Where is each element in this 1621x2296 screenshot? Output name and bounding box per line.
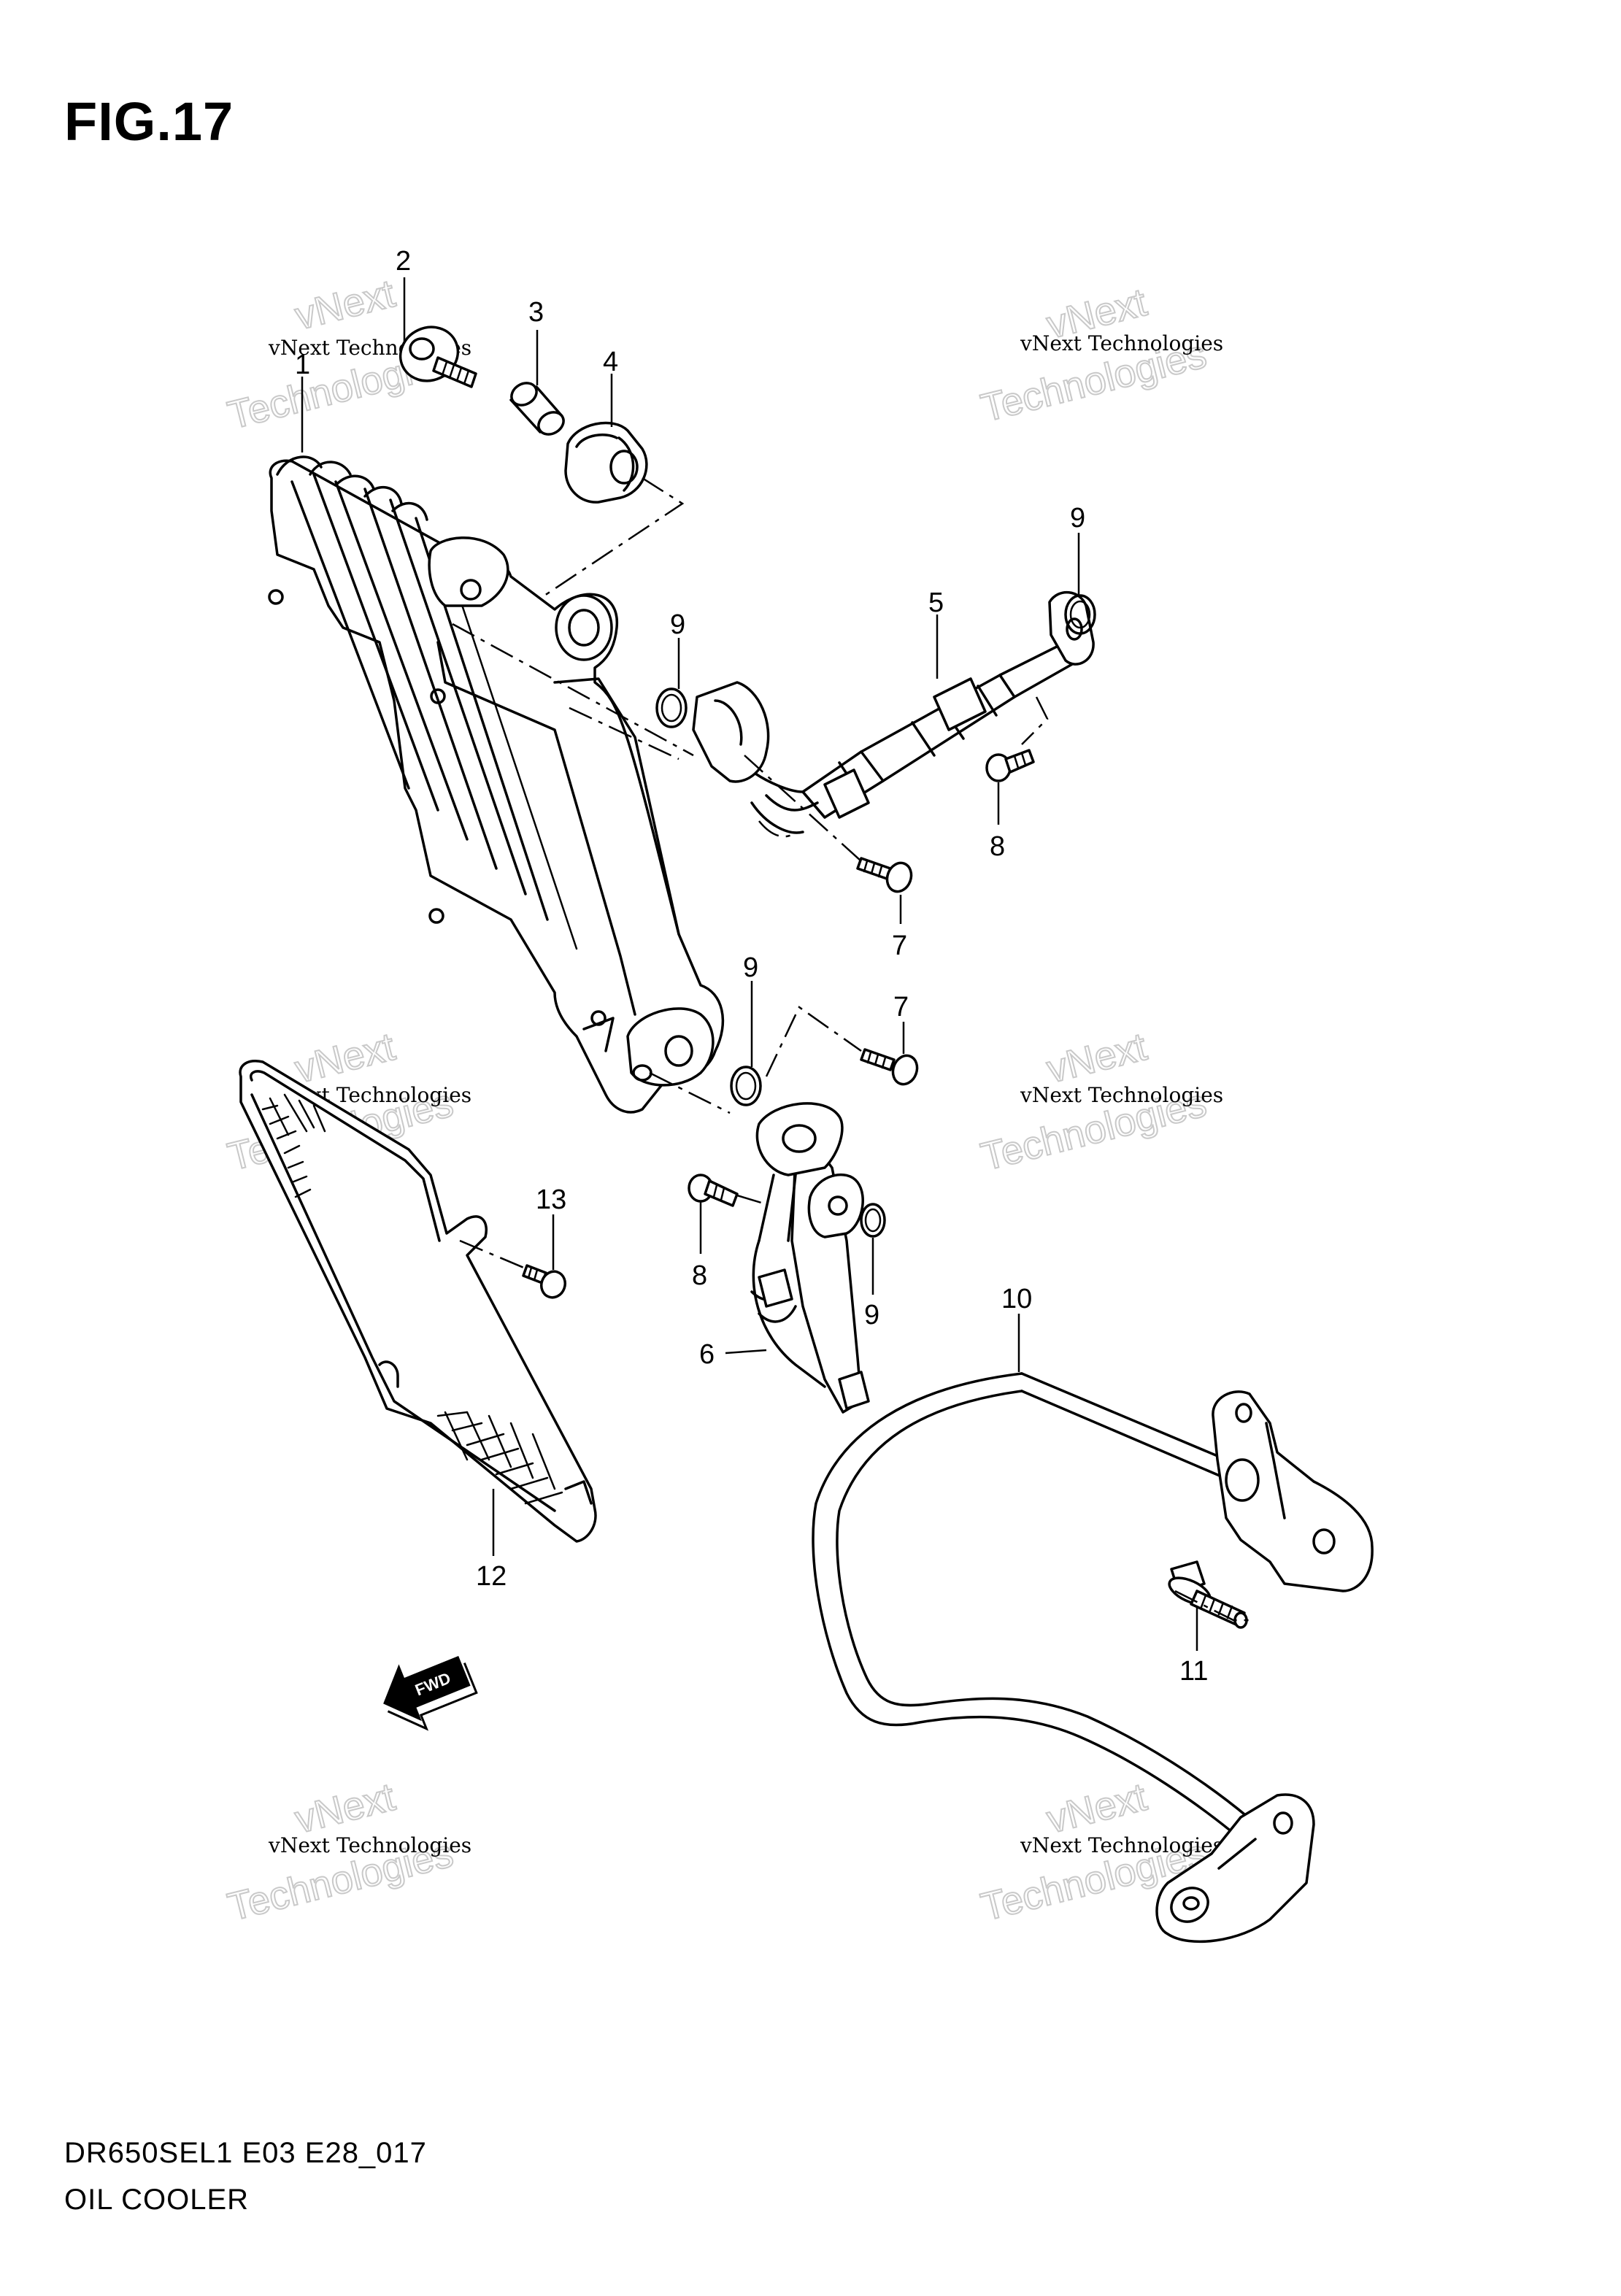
part-o-ring-9-b: [1064, 594, 1096, 635]
callout-8-upper: 8: [990, 831, 1005, 862]
part-o-ring-9-a: [655, 687, 688, 728]
svg-text:vNext: vNext: [290, 1025, 398, 1092]
svg-text:vNext: vNext: [1042, 1775, 1150, 1842]
callout-9-a: 9: [670, 609, 685, 640]
part-bolt-8-upper: [985, 749, 1035, 782]
svg-text:vNext Technologies: vNext Technologies: [1020, 331, 1223, 355]
section-name: OIL COOLER: [64, 2184, 250, 2216]
part-oil-hose-upper: [692, 590, 1095, 834]
callout-labels: 1 2 3 4 5 6 7 7 8 8 9 9 9 9 10 11 12 13: [295, 246, 1208, 1687]
callout-13: 13: [536, 1184, 566, 1215]
svg-text:vNext Technologies: vNext Technologies: [1020, 1083, 1223, 1107]
callout-2: 2: [396, 246, 411, 277]
callout-7-upper: 7: [892, 931, 907, 961]
callout-3: 3: [528, 297, 544, 328]
callout-9-b: 9: [1070, 503, 1085, 533]
part-cushion: [564, 421, 648, 504]
callout-5: 5: [928, 588, 944, 618]
callout-9-c: 9: [743, 952, 758, 983]
part-bolt-7-lower: [860, 1048, 919, 1086]
svg-text:vNext Technologies: vNext Technologies: [268, 1833, 471, 1857]
callout-1: 1: [295, 350, 310, 380]
figure-title: FIG.17: [64, 91, 234, 152]
part-bolt-13: [522, 1264, 566, 1299]
part-o-ring-9-d: [860, 1203, 886, 1238]
part-oil-cooler-core: [268, 455, 725, 1114]
svg-text:vNext: vNext: [1042, 1025, 1150, 1092]
part-oil-hose-lower: [750, 1102, 870, 1414]
assembly-lines: [452, 477, 1255, 1622]
model-code: DR650SEL1 E03 E28_017: [64, 2137, 427, 2169]
part-o-ring-9-c: [730, 1066, 762, 1106]
part-cooler-grill: [239, 1060, 597, 1543]
callout-9-d: 9: [864, 1300, 879, 1330]
callout-6: 6: [699, 1339, 715, 1370]
svg-text:vNext: vNext: [290, 1775, 398, 1842]
svg-text:vNext Technologies: vNext Technologies: [1020, 1833, 1223, 1857]
svg-text:vNext: vNext: [290, 271, 398, 339]
part-guard-bar: [812, 1372, 1374, 1943]
part-bolt-washer: [398, 325, 477, 388]
part-collar: [509, 382, 565, 436]
callout-11: 11: [1179, 1656, 1208, 1687]
callout-10: 10: [1001, 1284, 1032, 1314]
watermark-bottom-left: vNext Technologies vNext Technologies: [223, 1774, 471, 1930]
callout-8-lower: 8: [692, 1260, 707, 1291]
watermark-mid-right: vNext Technologies vNext Technologies: [976, 1024, 1223, 1180]
part-bolt-8-lower: [688, 1174, 739, 1207]
part-bolt-7-upper: [856, 857, 913, 893]
callout-7-lower: 7: [893, 992, 909, 1022]
callout-12: 12: [476, 1561, 507, 1592]
fwd-arrow-icon: FWD: [383, 1655, 478, 1731]
watermark-top-right: vNext Technologies vNext Technologies: [976, 280, 1223, 431]
callout-4: 4: [603, 347, 618, 377]
callout-leaders: [301, 277, 1198, 1651]
part-flange-bolt: [1168, 1560, 1248, 1629]
